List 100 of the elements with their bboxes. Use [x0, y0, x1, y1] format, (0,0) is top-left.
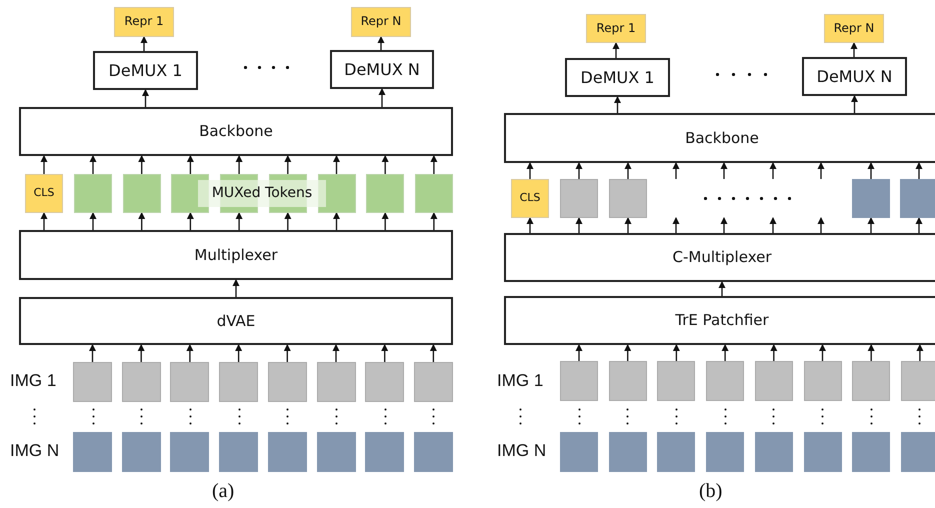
arrow [819, 344, 826, 361]
arrow [722, 344, 729, 361]
box-label: DeMUX 1 [580, 68, 654, 86]
row-label: IMG 1 [10, 371, 56, 391]
patch-square [560, 361, 598, 401]
patch-square [219, 362, 258, 402]
patch-square [73, 432, 112, 472]
box-label: DeMUX 1 [108, 62, 182, 80]
demux-box [330, 50, 434, 89]
patch-square [219, 432, 258, 472]
patch-square [900, 361, 935, 401]
patch-square [560, 432, 598, 472]
token-square [366, 174, 404, 213]
box-label: Backbone [685, 130, 759, 146]
module-box [504, 296, 935, 345]
module-box [504, 233, 935, 282]
box-label: MUXed Tokens [212, 186, 312, 202]
arrow [40, 212, 48, 230]
patch-square [852, 361, 890, 401]
arrow [90, 212, 96, 230]
patch-square [170, 432, 210, 472]
arrow [236, 155, 243, 174]
cls-token [511, 179, 549, 218]
patch-square [316, 432, 356, 472]
arrow [868, 217, 874, 233]
module-box [504, 113, 935, 163]
token-square [74, 174, 112, 213]
arrow [672, 344, 680, 361]
arrow [868, 162, 874, 179]
token-square [122, 174, 161, 213]
row-label: IMG N [497, 441, 546, 461]
arrow [284, 155, 292, 174]
token-square [414, 174, 453, 213]
arrow [378, 36, 384, 50]
patch-square [414, 362, 453, 402]
patch-square [122, 362, 161, 402]
arrow [851, 95, 858, 113]
box-label: Backbone [199, 123, 273, 140]
patch-square [804, 432, 842, 472]
output-box [824, 14, 884, 43]
arrow [770, 344, 778, 361]
arrow [138, 344, 145, 362]
arrow [770, 217, 776, 233]
module-box [19, 297, 453, 345]
output-box [114, 7, 174, 37]
patch-square [365, 432, 404, 472]
arrow [333, 155, 340, 174]
arrow [333, 212, 340, 230]
arrow [186, 344, 194, 362]
arrow [526, 217, 534, 233]
arrow [382, 155, 389, 174]
arrow [672, 217, 680, 233]
arrow [382, 212, 389, 230]
patch-square [754, 432, 793, 472]
box-label: CLS [520, 192, 540, 205]
patch-square [900, 179, 935, 218]
arrow [624, 344, 632, 361]
patch-square [608, 361, 647, 401]
arrow [624, 162, 632, 179]
arrow [40, 155, 48, 174]
arrow [576, 217, 582, 233]
patch-square [122, 432, 161, 472]
arrow [576, 162, 582, 179]
patch-square [852, 432, 890, 472]
patch-square [414, 432, 453, 472]
arrow [381, 344, 388, 362]
output-box [351, 7, 411, 37]
patch-square [754, 361, 793, 401]
arrow [526, 162, 534, 179]
demux-box [802, 57, 907, 96]
subfigure-caption: (b) [699, 480, 722, 503]
arrow [720, 162, 728, 179]
arrow [138, 155, 146, 174]
arrow [89, 344, 96, 362]
box-label: Repr 1 [596, 22, 636, 36]
arrow [770, 162, 776, 179]
arrow [818, 217, 824, 233]
arrow [378, 88, 386, 107]
patch-square [609, 179, 647, 218]
module-box [19, 107, 453, 156]
patch-square [73, 362, 112, 402]
row-label: IMG N [10, 441, 60, 461]
arrow [672, 162, 680, 179]
patch-square [316, 362, 356, 402]
patch-square [657, 361, 696, 401]
box-label: Repr N [834, 22, 874, 36]
subfigure-caption: (a) [212, 480, 234, 503]
demux-box [565, 58, 670, 97]
arrow [186, 155, 194, 174]
patch-square [268, 362, 307, 402]
patch-square [560, 179, 598, 218]
arrow [430, 344, 437, 362]
arrow [624, 217, 632, 233]
box-label: dVAE [216, 312, 256, 330]
arrow [284, 344, 291, 362]
module-box [19, 230, 453, 280]
arrow [916, 162, 922, 179]
arrow [186, 212, 194, 230]
patch-square [804, 361, 842, 401]
box-label: CLS [34, 187, 54, 200]
